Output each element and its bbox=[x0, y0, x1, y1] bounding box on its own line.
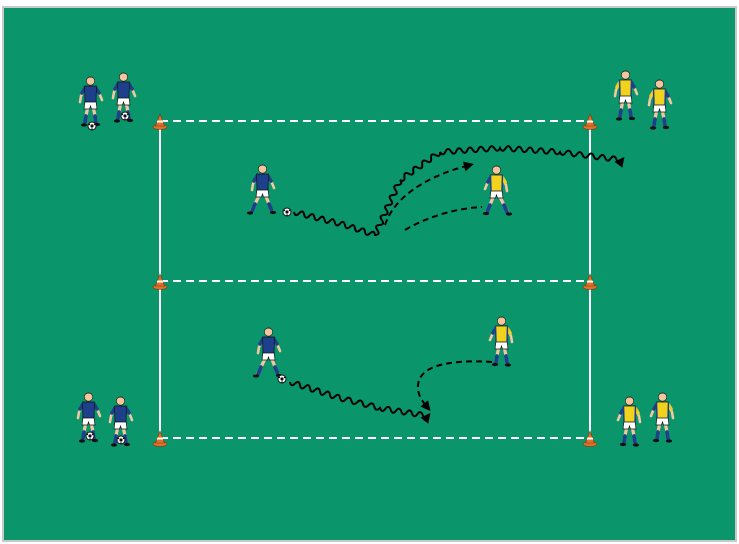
football-icon bbox=[278, 375, 286, 383]
football-icon bbox=[86, 432, 94, 440]
football-icon bbox=[283, 208, 291, 216]
football-icon bbox=[121, 112, 129, 120]
football-icon bbox=[117, 436, 125, 444]
football-icon bbox=[88, 122, 96, 130]
